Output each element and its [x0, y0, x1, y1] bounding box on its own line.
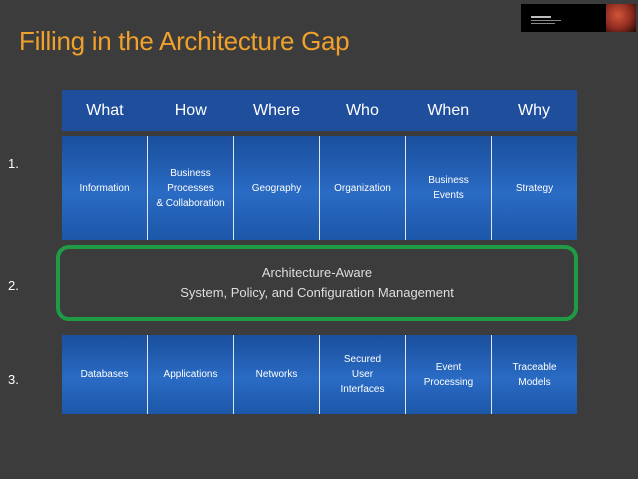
corner-thumbnail: [521, 4, 636, 32]
row3-cell-3-line-1: Networks: [255, 369, 298, 380]
row1-cell-2-line-3: & Collaboration: [156, 197, 225, 209]
oval-line-1: Architecture-Aware: [261, 265, 373, 280]
header-what: What: [86, 101, 124, 119]
row1-cell-1: Information: [62, 136, 148, 240]
row1-cell-5-line-2: Events: [433, 190, 464, 201]
row3-cell-2-line-1: Applications: [163, 369, 218, 380]
row3-cell-2: Applications: [148, 335, 234, 414]
row1-cell-4: Organization: [320, 136, 406, 240]
row1-cell-5-line-1: Business: [428, 175, 469, 186]
row-number-2: 2.: [8, 278, 19, 293]
row3-cell-3: Networks: [234, 335, 320, 414]
row3-cell-5-line-1: Event: [435, 361, 462, 373]
row3-cell-5-line-2: Processing: [423, 376, 474, 388]
row1-cell-3: Geography: [234, 136, 320, 240]
header-where: Where: [253, 101, 301, 119]
header-how: How: [174, 101, 207, 119]
header-who: Who: [345, 101, 379, 119]
header-row: What How Where Who When Why: [62, 90, 577, 131]
header-why: Why: [518, 101, 551, 119]
row3-cell-1: Databases: [62, 335, 148, 414]
architecture-aware-oval: Architecture-Aware System, Policy, and C…: [56, 245, 578, 321]
row3-cell-6-line-1: Traceable: [512, 361, 557, 373]
oval-line-2: System, Policy, and Configuration Manage…: [180, 285, 454, 300]
header-when: When: [427, 101, 470, 119]
row1-cell-3-line-1: Geography: [251, 182, 302, 194]
row1-cell-2-line-1: Business: [170, 167, 211, 179]
row1-cell-6: Strategy: [492, 136, 577, 240]
row1-cell-2-line-2: Processes: [167, 182, 214, 194]
row3-cell-4-line-3: Interfaces: [340, 384, 385, 395]
row-number-1: 1.: [8, 156, 19, 171]
row3-cell-1-line-1: Databases: [80, 369, 129, 380]
row3-cell-4-line-1: Secured: [343, 354, 382, 365]
row3-cell-4-line-2: User: [351, 369, 374, 380]
row3-cell-6-line-2: Models: [518, 376, 551, 388]
thumbnail-image: [606, 4, 636, 32]
row1-cell-4-line-1: Organization: [334, 182, 391, 194]
row1-cell-6-line-1: Strategy: [515, 182, 554, 194]
row-number-3: 3.: [8, 372, 19, 387]
row1-cell-1-line-1: Information: [79, 182, 130, 194]
slide-title: Filling in the Architecture Gap: [19, 26, 350, 56]
